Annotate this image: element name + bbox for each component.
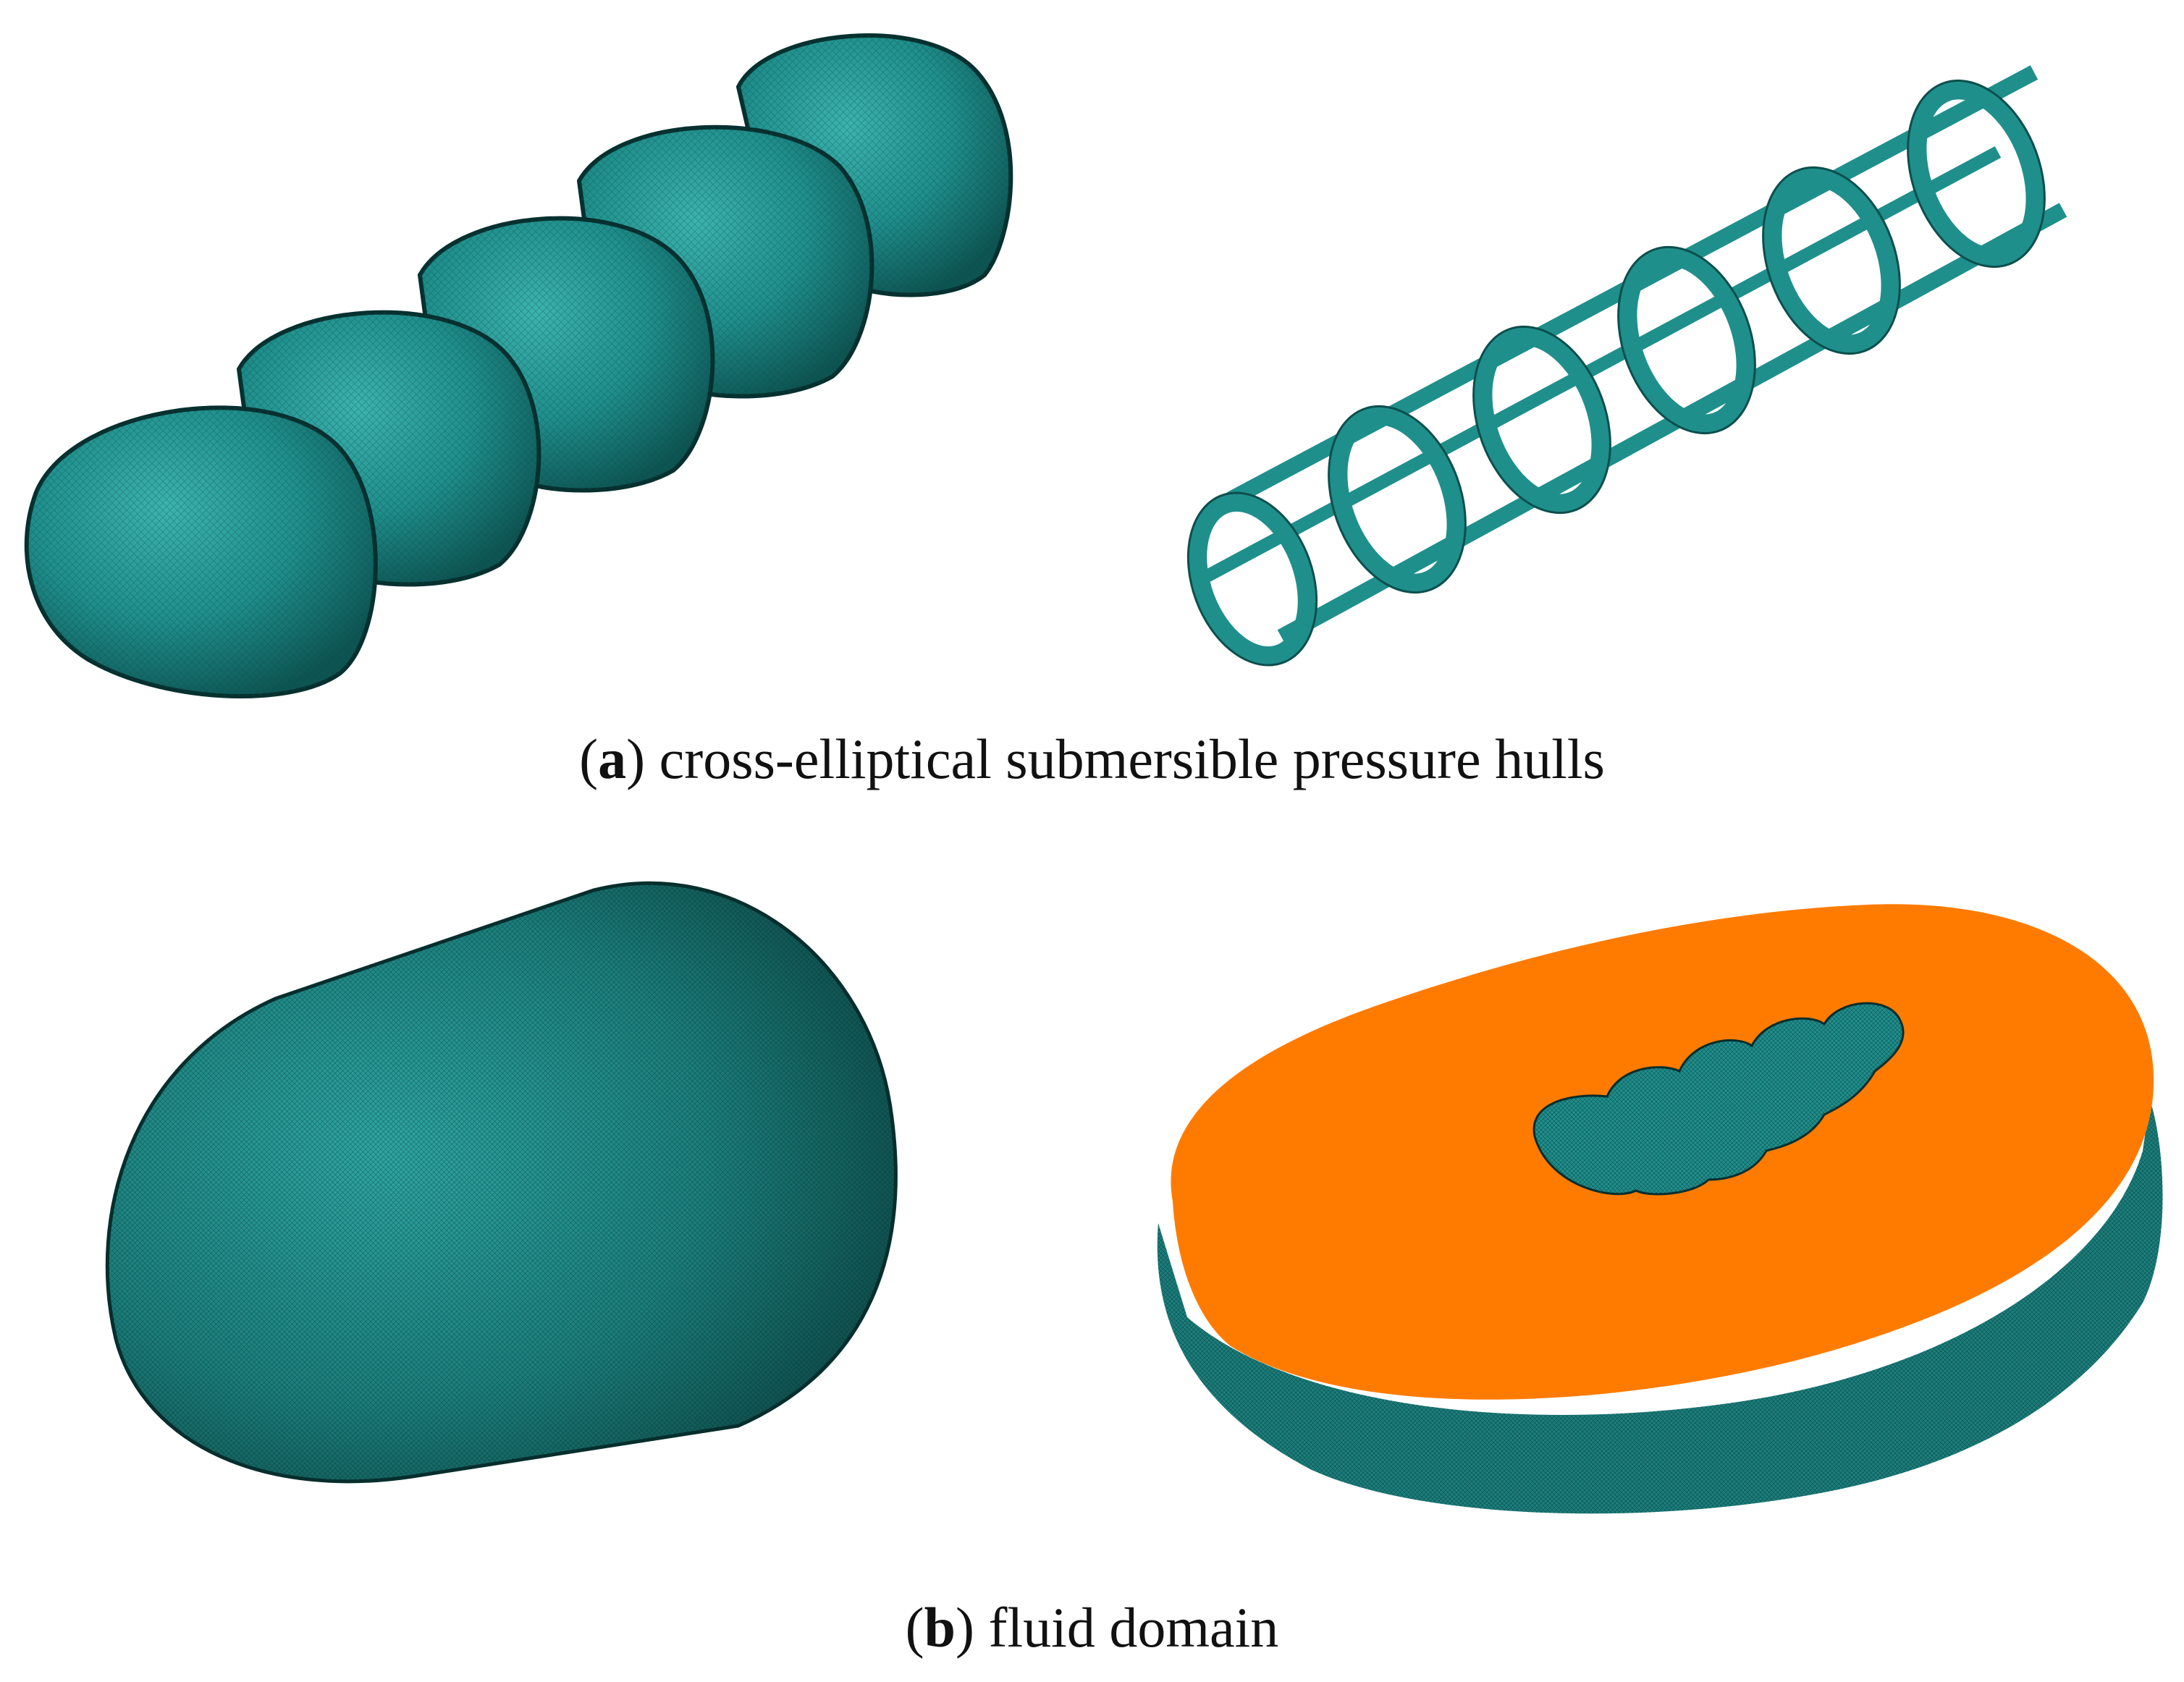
caption-a-open: ( (579, 727, 599, 790)
shell-1 (24, 405, 378, 698)
caption-a-text: cross-elliptical submersible pressure hu… (645, 727, 1605, 790)
caption-a-label: a (598, 727, 627, 790)
fluid-domain-panel (87, 876, 956, 1498)
caption-b: (b) fluid domain (0, 1599, 2184, 1656)
ring-5 (1763, 167, 1900, 354)
rings (1188, 80, 2045, 666)
hull-cavity (1532, 1002, 1905, 1196)
caption-a-close: ) (626, 727, 646, 790)
ring-3 (1473, 326, 1611, 513)
ring-6 (1907, 80, 2045, 267)
caption-b-close: ) (956, 1596, 975, 1659)
ring-frame-panel (1158, 29, 2114, 680)
fluid-domain-drawing (105, 881, 898, 1484)
fluid-section-panel (1144, 897, 2172, 1534)
caption-b-text: fluid domain (974, 1596, 1279, 1659)
ring-2 (1328, 406, 1466, 593)
ring-1 (1188, 492, 1317, 666)
caption-a: (a) cross-elliptical submersible pressur… (0, 731, 2184, 787)
ring-edges (1186, 79, 2046, 667)
fluid-section-side (1157, 1100, 2163, 1514)
caption-b-open: ( (905, 1596, 924, 1659)
ring-4 (1618, 247, 1755, 434)
hull-shells-panel (0, 0, 1028, 709)
fluid-section-drawing (1157, 904, 2163, 1514)
caption-b-label: b (924, 1596, 956, 1659)
ring-frame-drawing (1186, 65, 2067, 667)
hull-shells-drawing (24, 33, 1013, 698)
